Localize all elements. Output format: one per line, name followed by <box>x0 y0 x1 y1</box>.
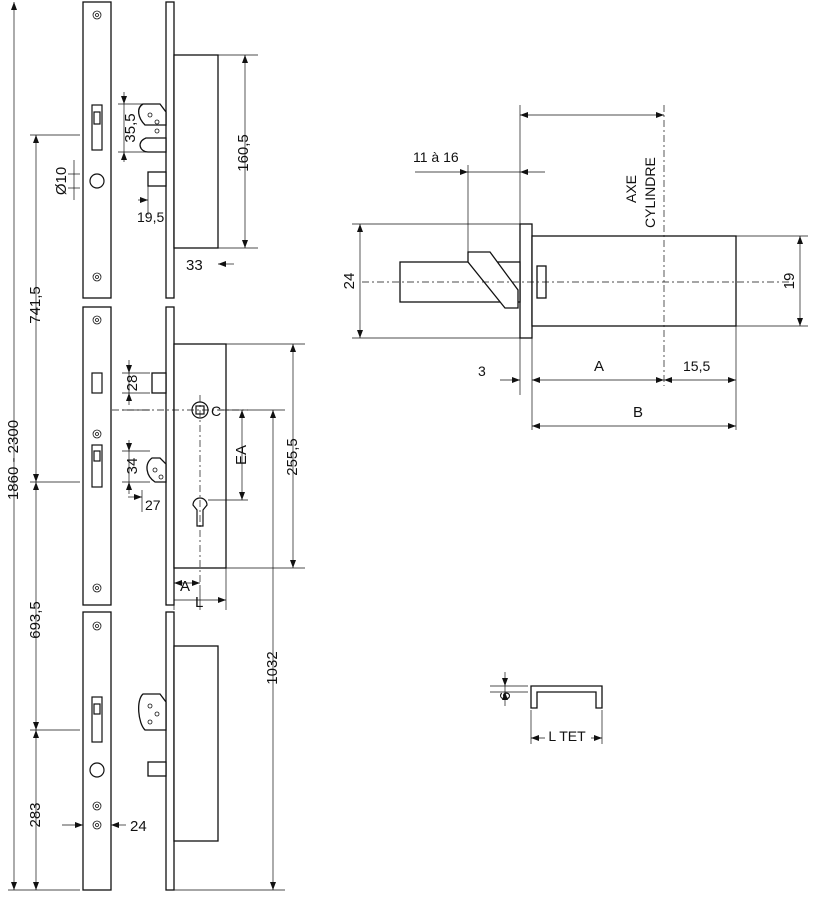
mid-case-height-label: 255,5 <box>284 438 301 476</box>
offset-label: 15,5 <box>683 358 710 374</box>
tet-height-label: 6 <box>497 692 514 700</box>
tet-profile: 6 L TET <box>490 672 603 744</box>
middle-lock-case: C 28 34 27 EA 255,5 <box>112 343 305 611</box>
lower-width-label: 24 <box>130 818 147 835</box>
mid-hook-width-label: 27 <box>145 497 161 513</box>
front-plate-bottom <box>82 611 112 891</box>
front-plate-top <box>82 1 112 299</box>
front-plate-middle <box>82 306 112 606</box>
ea-label: EA <box>233 445 250 465</box>
top-bolt-offset-label: 19,5 <box>137 209 164 225</box>
lower-length-label: 1032 <box>264 651 281 684</box>
mid-span-label: 693,5 <box>27 601 44 639</box>
plate-label: 3 <box>478 363 486 379</box>
lower-width-dimension: 24 <box>62 818 147 835</box>
tet-width-label: L TET <box>548 728 586 744</box>
total-height-label: 1860 - 2300 <box>5 420 22 500</box>
backset-a-label: A <box>180 578 190 595</box>
side-forend-middle <box>165 306 175 606</box>
cylinder-detail: AXE CYLINDRE 11 à 16 24 19 3 A 1 <box>341 105 808 430</box>
axis-label-1: AXE <box>623 175 639 203</box>
spindle-mark-label: C <box>211 403 221 419</box>
b-label: B <box>633 404 643 421</box>
axis-label-2: CYLINDRE <box>642 157 658 228</box>
lower-span-label: 283 <box>27 802 44 827</box>
diameter-dimension: Ø10 <box>53 160 80 200</box>
bottom-lock-case: 1032 <box>138 409 285 891</box>
fix-range-label: 11 à 16 <box>413 149 459 165</box>
top-hook-offset-label: 35,5 <box>122 113 139 142</box>
a-label: A <box>594 358 604 375</box>
mid-latch-label: 28 <box>124 375 141 392</box>
side-forend-top <box>165 1 175 299</box>
overall-dimensions: 1860 - 2300 741,5 693,5 283 <box>5 2 80 891</box>
height-left-label: 24 <box>341 273 358 290</box>
diameter-label: Ø10 <box>53 167 70 195</box>
height-right-label: 19 <box>781 273 798 290</box>
side-forend-bottom <box>165 611 175 891</box>
top-lock-case: 160,5 35,5 19,5 33 <box>118 54 258 274</box>
upper-span-label: 741,5 <box>27 286 44 324</box>
top-case-depth-label: 33 <box>186 257 203 274</box>
top-case-height-label: 160,5 <box>235 134 252 172</box>
backset-l-label: L <box>195 594 203 611</box>
mid-hook-label: 34 <box>124 458 141 475</box>
